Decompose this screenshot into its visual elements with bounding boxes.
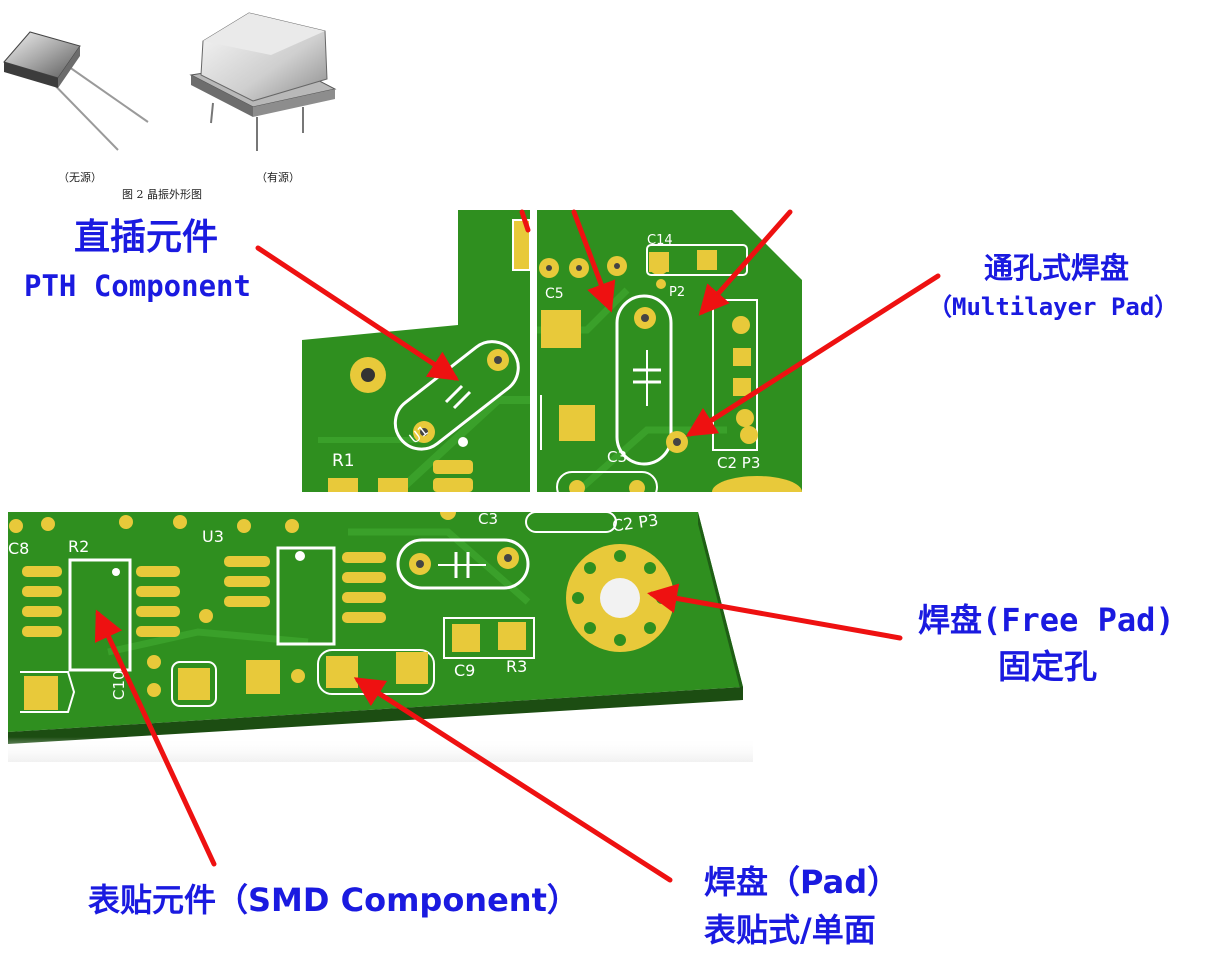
pcb-panel-smd: C8 R2 U3 C3 C2 P3 C10 C9 R3 [8,512,753,762]
arrow-pth [255,245,460,381]
passive-crystal-caption: （无源） [58,171,102,184]
label-pth-en: PTH Component [24,269,251,303]
silk-c3: C3 [607,448,627,466]
arrow-panel1-top [519,209,531,233]
silk-r3: R3 [506,657,527,676]
label-pth-zh: 直插元件 [74,217,219,258]
label-free-pad-line1: 焊盘(Free Pad) [918,601,1175,639]
arrow-panel2-right [698,209,793,316]
silk-c8: C8 [8,539,29,558]
silk-r1: R1 [332,451,355,471]
silk-c2-p3: C2 P3 [717,454,760,472]
arrow-multilayer [685,273,941,437]
label-pad-line1: 焊盘（Pad） [704,863,900,901]
silk-c10: C10 [110,670,128,700]
silk-c14: C14 [647,233,673,248]
figure-caption: 图 2 晶振外形图 [122,188,202,201]
arrow-pad [353,677,673,883]
label-multilayer-en: （Multilayer Pad） [928,293,1179,321]
silk-u3: U3 [202,527,224,546]
active-crystal-caption: （有源） [256,171,300,184]
arrow-smd [94,609,217,867]
silk-r2: R2 [68,537,89,556]
label-multilayer-zh: 通孔式焊盘 [984,251,1130,285]
arrow-free-pad [647,583,903,641]
label-free-pad-line2: 固定孔 [998,647,1097,686]
passive-crystal-image [3,31,149,151]
silk-c5: C5 [545,286,564,302]
label-smd: 表贴元件（SMD Component） [88,881,579,919]
silk-c3-b: C3 [478,512,498,528]
active-crystal-image [189,12,337,151]
silk-c2-p3-b: C2 P3 [611,512,659,536]
label-pad-line2: 表贴式/单面 [704,911,876,949]
silk-p2: P2 [669,285,685,300]
silk-c9: C9 [454,661,475,680]
arrow-panel2-left [571,209,616,313]
